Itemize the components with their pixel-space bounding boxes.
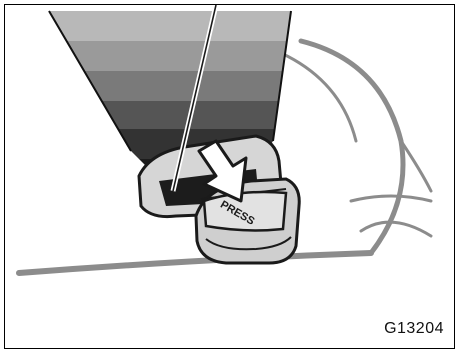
figure-frame: PRESS G13204: [4, 4, 455, 349]
figure-code: G13204: [384, 320, 444, 338]
seatbelt-release-illustration: PRESS: [5, 5, 455, 349]
